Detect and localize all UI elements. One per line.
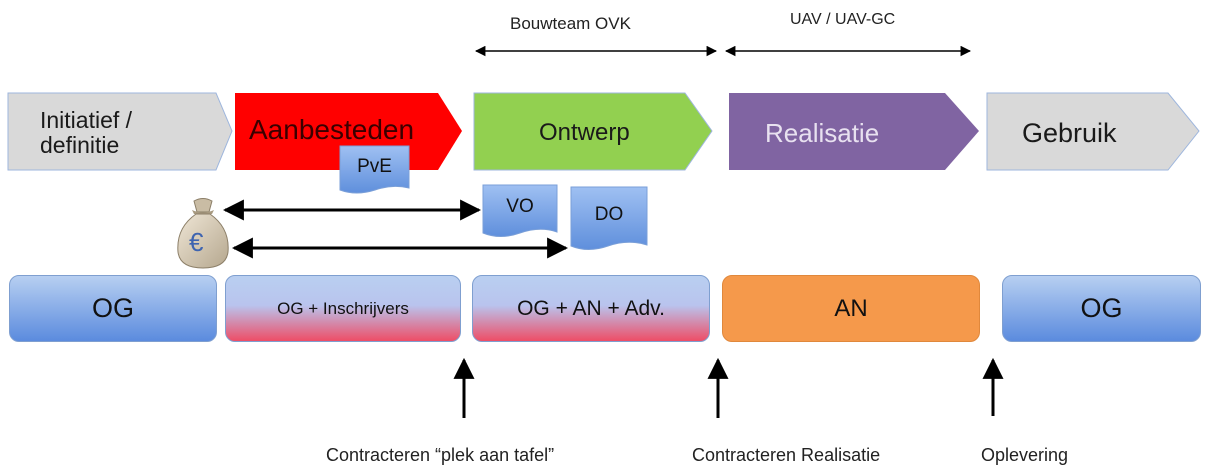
- phase-label-initiatief-line1: Initiatief /: [40, 107, 133, 133]
- vo-document-label: VO: [506, 196, 534, 217]
- milestone-label-realisatie: Contracteren Realisatie: [692, 445, 881, 465]
- pve-document-label: PvE: [357, 156, 392, 177]
- milestone-label-plek-aan-tafel: Contracteren “plek aan tafel”: [326, 445, 555, 465]
- phase-chevron-initiatief: [7, 92, 233, 171]
- phase-label-initiatief: Initiatief / definitie: [40, 108, 132, 158]
- euro-symbol: €: [189, 227, 204, 257]
- role-box-an: AN: [722, 275, 980, 342]
- role-box-og-inschrijvers: OG + Inschrijvers: [225, 275, 461, 342]
- phase-chevron-gebruik: [986, 92, 1200, 171]
- pve-document-shape: [339, 145, 410, 194]
- do-document-shape: [570, 186, 648, 250]
- milestone-label-oplevering: Oplevering: [981, 445, 1069, 465]
- role-box-og-gebruik: OG: [1002, 275, 1201, 342]
- do-document-label: DO: [594, 204, 624, 225]
- phase-label-realisatie: Realisatie: [765, 118, 880, 148]
- role-box-og-initiatief: OG: [9, 275, 217, 342]
- phase-chevron-ontwerp: [473, 92, 713, 171]
- money-bag-icon: [177, 198, 229, 269]
- uav-label: UAV / UAV-GC: [790, 11, 896, 28]
- vo-document-shape: [482, 184, 558, 237]
- phase-label-aanbesteden: Aanbesteden: [249, 114, 415, 145]
- phase-label-initiatief-line2: definitie: [40, 132, 120, 158]
- phase-label-gebruik: Gebruik: [1022, 118, 1117, 148]
- role-box-og-an-adv: OG + AN + Adv.: [472, 275, 710, 342]
- phase-chevron-realisatie: [729, 93, 979, 170]
- phase-label-ontwerp: Ontwerp: [539, 119, 630, 146]
- bouwteam-label: Bouwteam OVK: [510, 14, 631, 33]
